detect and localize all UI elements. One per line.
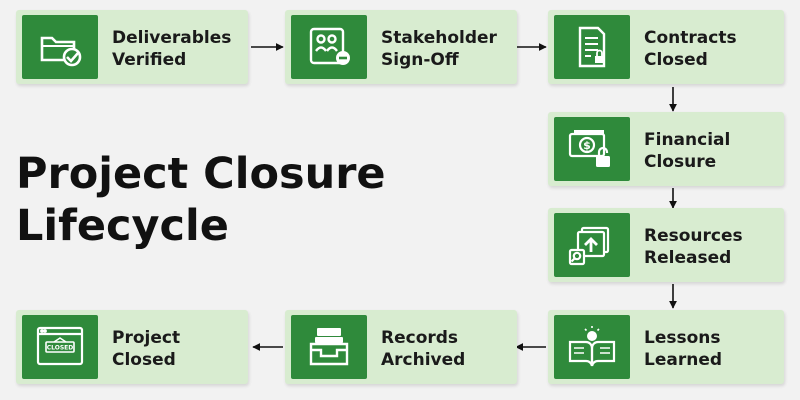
step-label: Resources Released [644,225,743,269]
step-label-line-1: Lessons [644,328,721,348]
contract-lock-icon [554,15,630,79]
svg-text:$: $ [583,139,591,152]
step-label-line-1: Records [381,328,459,348]
money-lock-icon: $ [554,117,630,181]
step-label: Stakeholder Sign-Off [381,27,497,71]
step-label: Financial Closure [644,129,730,173]
step-label-line-1: Deliverables [112,28,232,48]
step-resources-released: Resources Released [548,208,784,282]
step-label-line-1: Project [112,328,181,348]
step-contracts-closed: Contracts Closed [548,10,784,84]
step-label: Contracts Closed [644,27,737,71]
step-label-line-2: Verified [112,50,187,70]
step-label-line-2: Learned [644,350,723,370]
title-line-1: Project Closure [16,149,386,199]
step-label-line-2: Closed [112,350,176,370]
folder-check-icon [22,15,98,79]
archive-tray-icon [291,315,367,379]
closed-sign-icon: CLOSED [22,315,98,379]
step-label-line-2: Closure [644,152,717,172]
step-label: Lessons Learned [644,327,722,371]
step-records-archived: Records Archived [285,310,517,384]
step-label: Deliverables Verified [112,27,231,71]
step-project-closed: CLOSED Project Closed [16,310,248,384]
step-stakeholder-sign-off: Stakeholder Sign-Off [285,10,517,84]
step-label: Project Closed [112,327,180,371]
step-label-line-1: Financial [644,130,731,150]
step-lessons-learned: Lessons Learned [548,310,784,384]
title-line-2: Lifecycle [16,201,229,251]
resource-upload-icon [554,213,630,277]
step-label-line-2: Archived [381,350,466,370]
stakeholder-board-icon [291,15,367,79]
book-bulb-icon [554,315,630,379]
step-label-line-1: Resources [644,226,743,246]
step-label: Records Archived [381,327,465,371]
step-financial-closure: $ Financial Closure [548,112,784,186]
step-label-line-1: Stakeholder [381,28,497,48]
step-label-line-2: Sign-Off [381,50,459,70]
step-label-line-1: Contracts [644,28,737,48]
diagram-title: Project Closure Lifecycle [16,148,386,252]
step-label-line-2: Released [644,248,732,268]
step-deliverables-verified: Deliverables Verified [16,10,248,84]
step-label-line-2: Closed [644,50,708,70]
closed-sign-text: CLOSED [47,345,74,352]
